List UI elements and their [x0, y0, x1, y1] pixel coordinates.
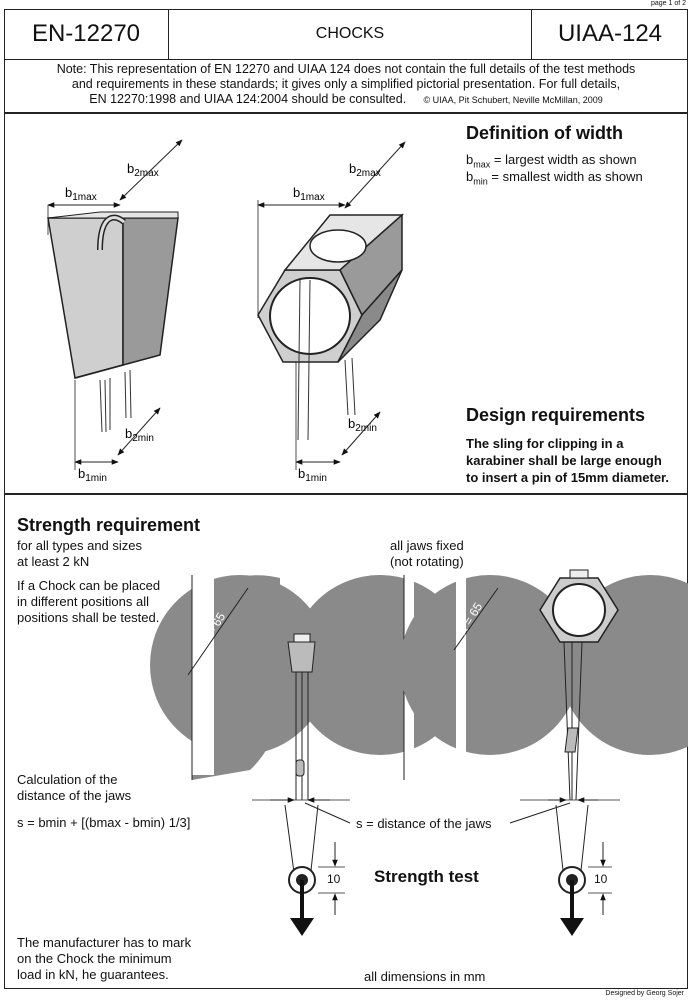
strength-line-1: for all types and sizes: [17, 538, 143, 553]
radius-line-right: [453, 587, 499, 651]
strength-test-label: Strength test: [374, 867, 479, 886]
copyright: © UIAA, Pit Schubert, Neville McMillan, …: [423, 95, 603, 105]
positions-line-2: in different positions all: [17, 594, 150, 609]
calc-line-1: Calculation of the: [17, 772, 118, 787]
strength-line-2: at least 2 kN: [17, 554, 90, 569]
s-leader-left: [304, 802, 351, 824]
divider-middle: [4, 493, 688, 495]
label-b2min-wedge: b2min: [125, 426, 154, 444]
bmax-definition: bmax = largest width as shown: [466, 152, 637, 170]
strength-heading: Strength requirement: [17, 515, 201, 535]
standard-uiaa: UIAA-124: [532, 9, 688, 60]
radius-line-left: [187, 587, 249, 676]
manufacturer-text: The manufacturer has to mark on the Choc…: [17, 935, 191, 983]
mark-line-3: load in kN, he guarantees.: [17, 967, 169, 982]
header: EN-12270 CHOCKS UIAA-124: [4, 9, 688, 60]
design-line-3: to insert a pin of 15mm diameter.: [466, 470, 669, 485]
dimensions-note: all dimensions in mm: [364, 969, 486, 984]
design-heading: Design requirements: [466, 405, 646, 425]
label-b2max-hex: b2max: [349, 161, 381, 179]
s-distance-label: s = distance of the jaws: [356, 816, 492, 831]
label-b1max-wedge: b1max: [65, 185, 97, 203]
designed-by: Designed by Georg Sojer: [605, 990, 684, 997]
dim-10-right: 10: [594, 872, 608, 886]
standard-en: EN-12270: [4, 9, 169, 60]
page-number: page 1 of 2: [650, 0, 686, 7]
positions-text: If a Chock can be placed in different po…: [17, 578, 160, 626]
disclaimer-note: Note: This representation of EN 12270 an…: [6, 62, 686, 108]
label-b1min-wedge: b1min: [78, 466, 107, 484]
jaws-fixed-line-2: (not rotating): [390, 554, 464, 569]
hex-chock-drawing: [257, 141, 406, 470]
positions-line-3: positions shall be tested.: [17, 610, 160, 625]
mark-line-2: on the Chock the minimum: [17, 951, 172, 966]
design-line-2: karabiner shall be large enough: [466, 453, 662, 468]
jaws-fixed-line-1: all jaws fixed: [390, 538, 464, 553]
mark-line-1: The manufacturer has to mark: [17, 935, 192, 950]
label-b1max-hex: b1max: [293, 185, 325, 203]
label-b1min-hex: b1min: [298, 466, 327, 484]
label-b2min-hex: b2min: [348, 416, 377, 434]
definition-heading: Definition of width: [466, 123, 623, 143]
formula: s = bmin + [(bmax - bmin) 1/3]: [17, 815, 191, 830]
wedge-chock-drawing: [47, 139, 183, 470]
strength-text: for all types and sizes at least 2 kN: [17, 538, 142, 570]
calc-line-2: distance of the jaws: [17, 788, 132, 803]
label-b2max-wedge: b2max: [127, 161, 159, 179]
note-line-2: and requirements in these standards; it …: [71, 77, 621, 91]
s-leader-right: [509, 802, 571, 824]
positions-line-1: If a Chock can be placed: [17, 578, 161, 593]
divider-top: [4, 112, 688, 114]
calculation-text: Calculation of the distance of the jaws: [17, 772, 131, 804]
bmin-text: = smallest width as shown: [491, 169, 643, 184]
bmin-definition: bmin = smallest width as shown: [466, 169, 643, 187]
note-line-1: Note: This representation of EN 12270 an…: [56, 62, 636, 76]
dim-10-left: 10: [327, 872, 341, 886]
note-line-3: EN 12270:1998 and UIAA 124:2004 should b…: [89, 92, 407, 106]
design-line-1: The sling for clipping in a: [466, 436, 624, 451]
design-text: The sling for clipping in a karabiner sh…: [466, 435, 669, 486]
jaws-fixed-text: all jaws fixed (not rotating): [390, 538, 464, 570]
page-frame: [4, 9, 688, 989]
page-title: CHOCKS: [169, 9, 532, 60]
bmax-text: = largest width as shown: [493, 152, 637, 167]
strength-test-right: [400, 569, 694, 936]
